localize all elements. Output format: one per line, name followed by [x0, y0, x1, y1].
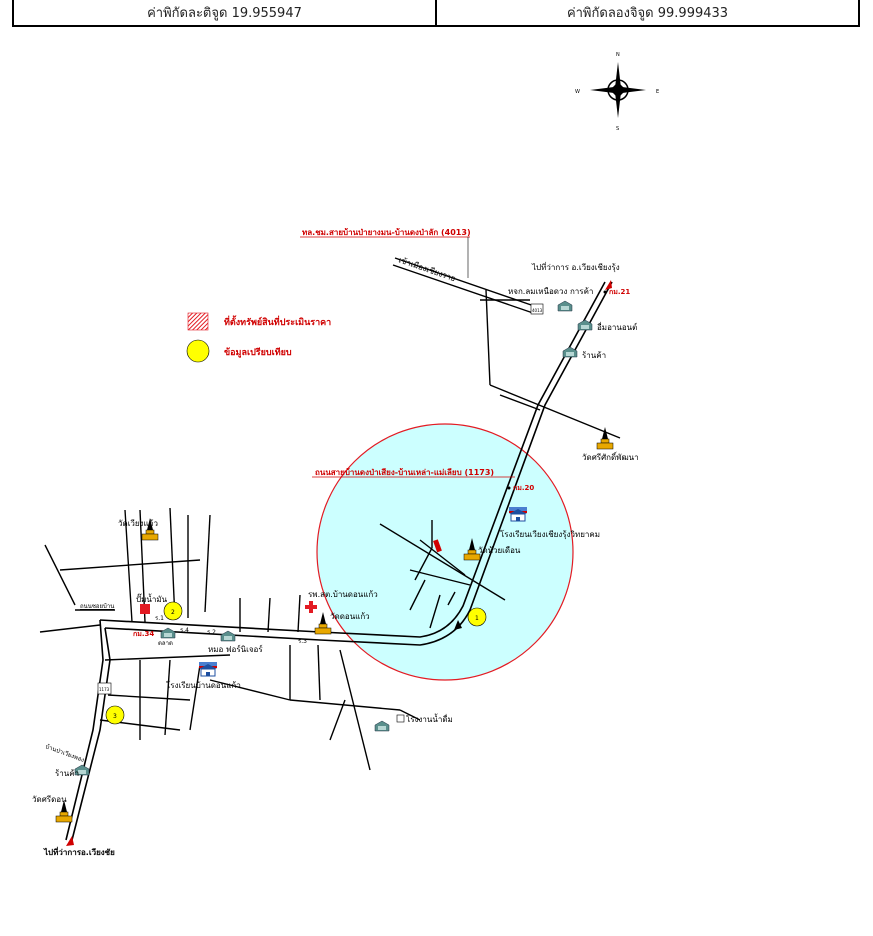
shield-1173-icon: 1173 [97, 682, 112, 695]
comparable-marker-1: 1 [467, 607, 487, 627]
svg-text:3: 3 [113, 713, 117, 720]
school2-label: โรงเรียนบ้านดอนแก้ว [166, 680, 241, 690]
km21-marker: กม.21 [609, 288, 630, 296]
shop-south-label: ร้านค้า [55, 769, 79, 778]
west-town-roads [39, 507, 421, 771]
compass-s: S [616, 126, 619, 132]
comparable-marker-3: 3 [105, 705, 125, 725]
svg-text:1173: 1173 [99, 687, 110, 692]
legend: ที่ตั้งทรัพย์สินที่ประเมินราคา ข้อมูลเปร… [186, 312, 331, 363]
compass-e: E [656, 89, 659, 95]
ban-wiang-road-label: บ้านป่าเวียงพอง [44, 742, 85, 763]
wat-wiang-kaeo-label: วัดเวียงแก้ว [118, 519, 158, 528]
legend-comparable-swatch [186, 339, 210, 363]
shop-2-label: ร้านค้า [582, 351, 606, 360]
compass-rose: N S W E [575, 52, 659, 132]
legend-property-swatch [187, 312, 209, 331]
road-4013-label: ทล.ชม.สายบ้านป่ายางมน-บ้านดงป่าลัก (4013… [302, 227, 471, 237]
sub-label-c: ร.3 [298, 638, 307, 645]
factory-label: โรงงานน้ำดื่ม [406, 713, 453, 724]
arrow-south-icon [66, 836, 74, 846]
shop-1-label: อื่มอานอนต์ [597, 321, 638, 332]
wat-don-kaeo-label: วัดดอนแก้ว [330, 612, 370, 621]
compass-w: W [575, 89, 580, 95]
property-marker [433, 539, 442, 553]
svg-text:1: 1 [475, 615, 479, 622]
gas-station-label: ปั๊มน้ำมัน [136, 593, 168, 604]
longitude-cell: ค่าพิกัดลองจิจูด 99.999433 [435, 0, 858, 25]
shop-icon [374, 720, 390, 732]
main-road-1173 [99, 281, 613, 646]
wat-south-label: วัดศรีดอน [32, 795, 67, 804]
school-icon [198, 661, 218, 677]
market-label: ตลาด [158, 640, 173, 647]
factory-icon [396, 714, 405, 723]
hardware-shop-label: หจก.ลมเหนือดวง การค้า [508, 287, 593, 296]
side-road-label: ถนนซอยบ้าน [80, 603, 114, 610]
shop-icon [160, 627, 176, 639]
to-wiang-chai: ไปที่ว่าการอ.เวียงชัย [43, 846, 115, 857]
hospital-icon [304, 600, 318, 614]
temple-icon [314, 611, 332, 635]
shop-icon [557, 300, 573, 312]
hospital-label: รพ.สต.บ้านดอนแก้ว [308, 590, 378, 599]
shield-4013-icon: 4013 [530, 303, 544, 315]
circle-roads [379, 520, 506, 629]
sub-label-d: ร.4 [180, 627, 189, 634]
gas-station-icon [140, 604, 150, 614]
clinic-label: หมอ ฟอร์นิเจอร์ [208, 644, 263, 654]
sub-label-a: ร.1 [155, 615, 164, 622]
to-wiang-chiang-rung: ไปที่ว่าการ อ.เวียงเชียงรุ้ง [531, 261, 620, 272]
legend-property-label: ที่ตั้งทรัพย์สินที่ประเมินราคา [224, 315, 331, 328]
svg-text:2: 2 [171, 609, 175, 616]
arrow-icon [454, 620, 462, 630]
compass-n: N [616, 52, 620, 58]
wat-huai-duean-label: วัดห้วยเดือน [478, 546, 521, 555]
arrow-north-icon [605, 280, 612, 290]
school-label: โรงเรียนเวียงเชียงรุ้งวิทยาคม [500, 529, 600, 539]
upper-roads [480, 289, 621, 439]
svg-text:4013: 4013 [532, 308, 543, 313]
km34-marker: กม.34 [133, 630, 154, 638]
road-to-wiang-chai [65, 619, 111, 841]
wat-sri-sakdi-label: วัดศรีศักดิ์พัฒนา [582, 451, 639, 462]
shop-icon [220, 630, 236, 642]
road-4013 [392, 257, 538, 314]
comparable-marker-2: 2 [163, 601, 183, 621]
school-icon [508, 506, 528, 522]
km20-marker: กม.20 [513, 484, 534, 492]
road-1173-label: ถนนสายบ้านดงป่าเสียง-บ้านเหล่า-แม่เลียบ … [315, 467, 494, 477]
latitude-cell: ค่าพิกัดละติจูด 19.955947 [147, 6, 302, 21]
sub-label-b: ร.2 [207, 629, 216, 636]
legend-comparable-label: ข้อมูลเปรียบเทียบ [224, 347, 292, 358]
coordinates-bar: ค่าพิกัดละติจูด 19.955947 ค่าพิกัดลองจิจ… [12, 0, 860, 27]
